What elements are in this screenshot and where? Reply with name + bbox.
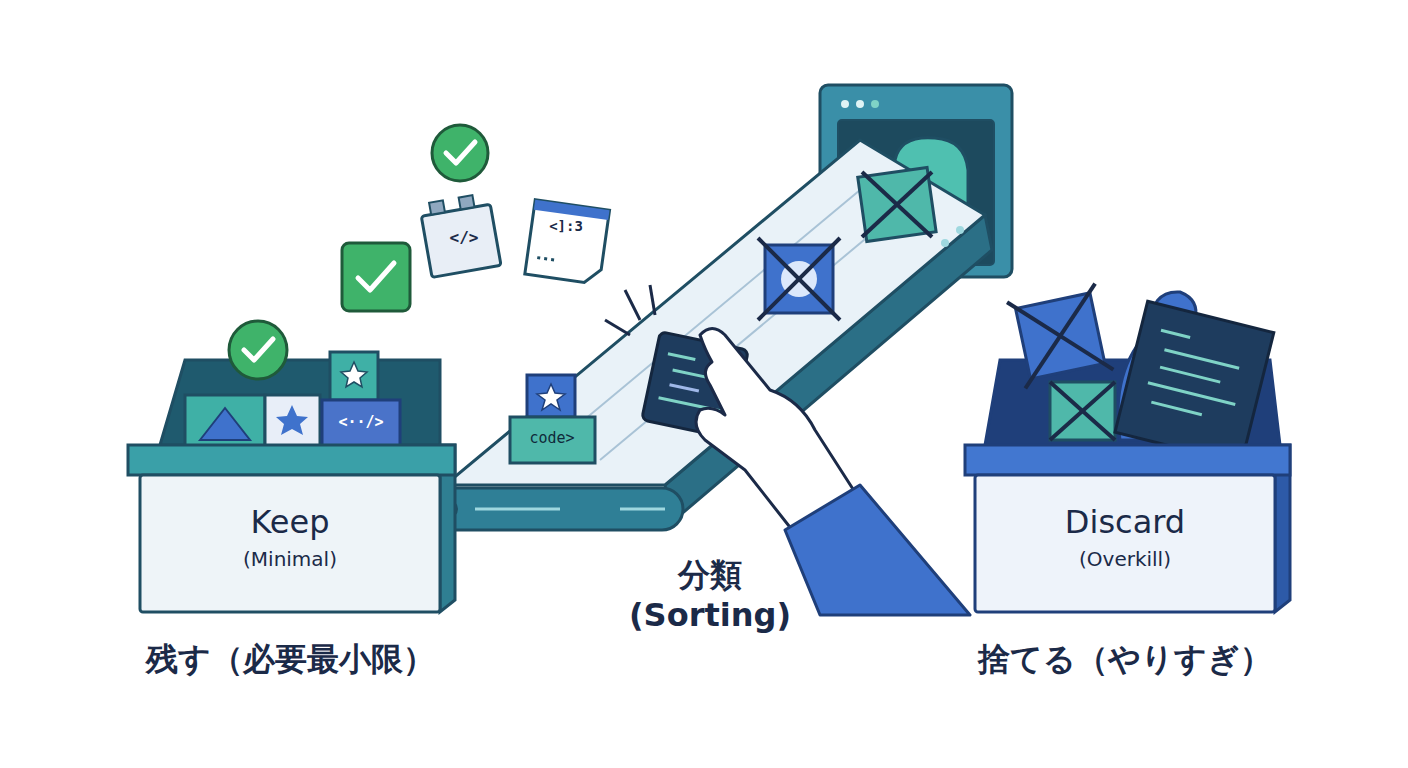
center-label: 分類 (Sorting) — [625, 555, 795, 635]
bin-heading: Discard — [975, 503, 1275, 541]
floating-items — [342, 125, 655, 335]
keep-bin — [128, 321, 455, 612]
bin-subheading: (Overkill) — [975, 547, 1275, 571]
code-symbol: </> — [436, 228, 492, 248]
bin-subheading: (Minimal) — [140, 547, 440, 571]
japanese-label: 残す（必要最小限） — [80, 640, 500, 678]
bin-heading: Keep — [140, 503, 440, 541]
japanese-label: 捨てる（やりすぎ） — [915, 640, 1335, 678]
keep-bin-label: Keep(Minimal)残す（必要最小限） — [140, 475, 440, 612]
code-tag: code> — [512, 429, 592, 448]
code-symbol: <··/> — [324, 413, 398, 432]
discard-bin-label: Discard(Overkill)捨てる（やりすぎ） — [975, 475, 1275, 612]
code-snippet: <]:3 — [536, 218, 596, 236]
discard-bin — [965, 284, 1290, 612]
